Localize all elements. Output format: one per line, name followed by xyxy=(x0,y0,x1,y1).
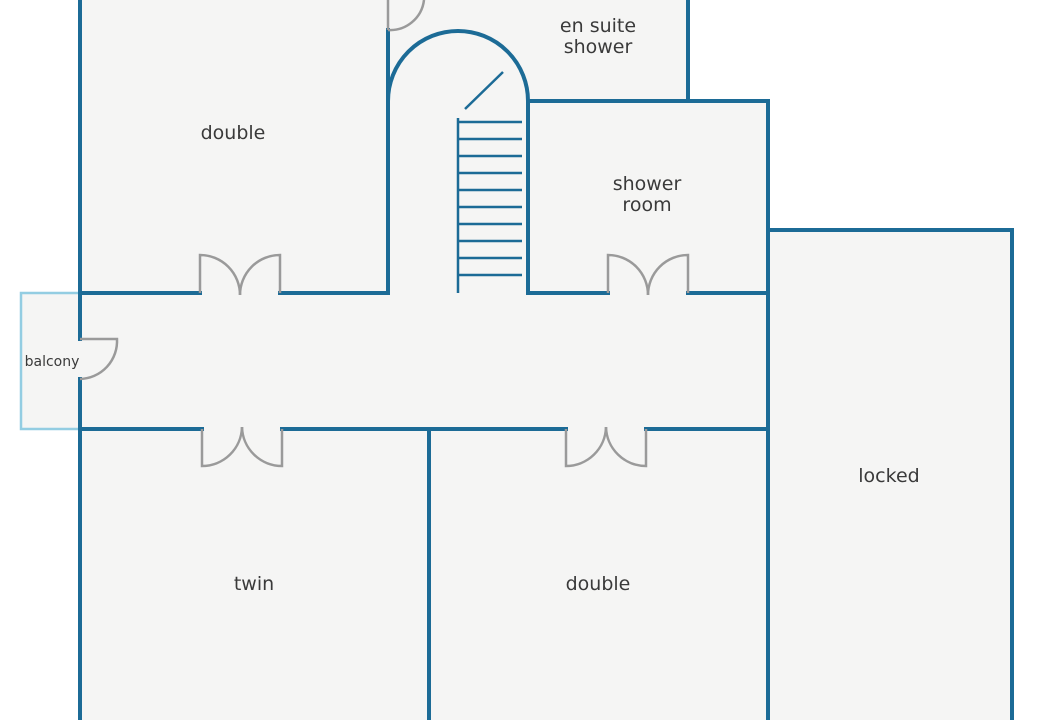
staircase xyxy=(456,71,522,293)
door-balcony xyxy=(79,337,119,381)
label-shower-room-line2: room xyxy=(622,194,671,216)
balcony-outline xyxy=(19,291,82,431)
label-twin: twin xyxy=(234,573,274,595)
walls xyxy=(78,0,1014,720)
label-en-suite-line1: en suite xyxy=(560,15,636,37)
label-double-upper: double xyxy=(201,122,266,144)
stair-steps xyxy=(458,120,522,277)
floor-areas xyxy=(21,0,1012,720)
floor-locked xyxy=(768,230,1012,720)
stair-arrow xyxy=(464,71,504,110)
door-double-lower xyxy=(564,426,648,468)
floor-double-upper xyxy=(80,0,388,293)
floor-shower-room xyxy=(528,101,768,293)
doors xyxy=(79,0,690,468)
label-double-lower: double xyxy=(566,573,631,595)
label-locked: locked xyxy=(858,465,919,487)
floor-twin xyxy=(80,429,429,720)
label-shower-room-line1: shower xyxy=(613,173,682,195)
label-en-suite-line2: shower xyxy=(564,36,633,58)
wall-stair-arch xyxy=(385,29,531,104)
door-shower-room xyxy=(606,253,690,296)
floor-balcony xyxy=(21,293,80,429)
door-en-suite xyxy=(386,0,426,32)
door-twin xyxy=(200,426,284,468)
label-balcony: balcony xyxy=(25,354,80,370)
door-double-upper xyxy=(198,253,282,296)
floor-double-lower xyxy=(429,429,768,720)
floor-hallway xyxy=(80,293,768,429)
room-labels: double en suite shower shower room balco… xyxy=(25,15,920,595)
